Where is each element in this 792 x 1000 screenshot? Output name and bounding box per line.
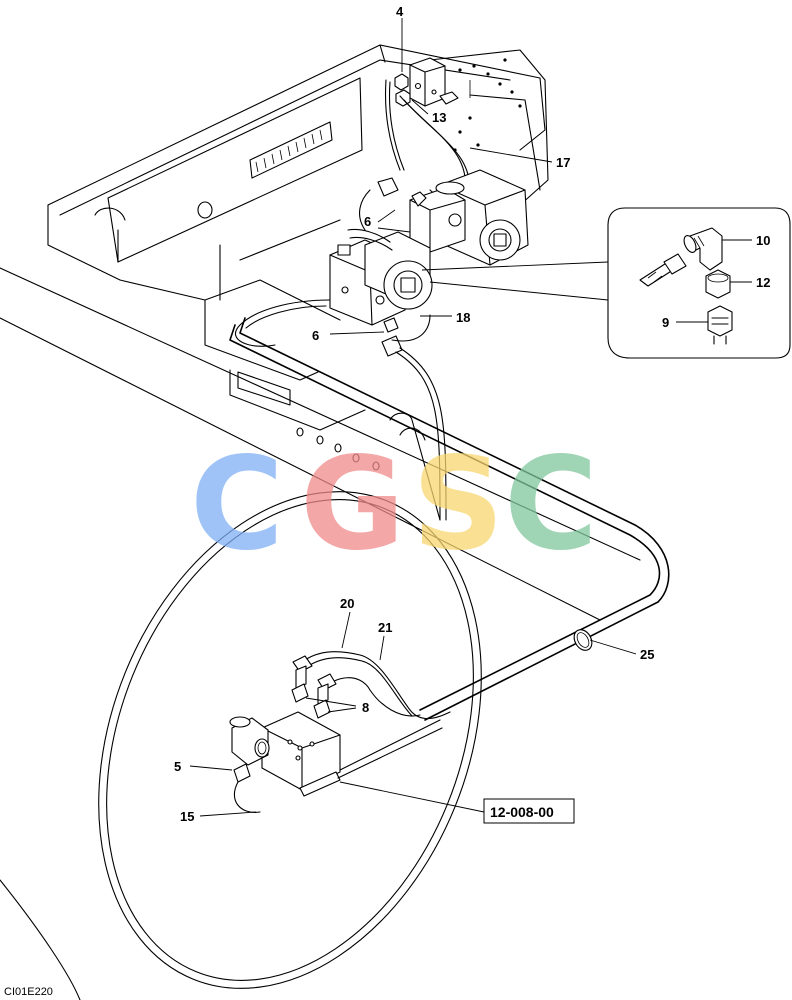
- hose-15-ring: [98, 491, 482, 989]
- reference-box: 12-008-00: [483, 798, 575, 824]
- callout-labels: 4 13 17 6 18 6 10 12 9 20 21 25 8 5 15: [174, 4, 770, 824]
- callout-9: 9: [662, 315, 669, 330]
- drawing-code: CI01E220: [4, 986, 53, 998]
- callout-12: 12: [756, 275, 770, 290]
- hoses-20-21: [304, 651, 451, 720]
- lower-valve-block: [329, 228, 433, 357]
- watermark-letter-4: C: [504, 430, 598, 579]
- watermark: C G S C: [190, 430, 598, 579]
- watermark-letter-1: C: [190, 430, 284, 579]
- upper-valve-block: [384, 57, 459, 171]
- callout-6-lower: 6: [312, 328, 319, 343]
- reference-code: 12-008-00: [490, 804, 554, 820]
- callout-10: 10: [756, 233, 770, 248]
- callout-18: 18: [456, 310, 470, 325]
- callout-4: 4: [396, 4, 404, 19]
- callout-17: 17: [556, 155, 570, 170]
- callout-20: 20: [340, 596, 354, 611]
- callout-5: 5: [174, 759, 181, 774]
- elbow-fittings-8: [291, 655, 337, 719]
- callout-6-upper: 6: [364, 214, 371, 229]
- pipe-run: [229, 299, 670, 721]
- detail-inset: [421, 207, 791, 359]
- lower-control-valve: [229, 711, 443, 813]
- callout-13: 13: [432, 110, 446, 125]
- leader-lines: [189, 18, 752, 817]
- watermark-letter-3: S: [412, 430, 504, 579]
- callout-8: 8: [362, 700, 369, 715]
- callout-25: 25: [640, 647, 654, 662]
- machine-frame: [0, 44, 641, 1000]
- watermark-letter-2: G: [300, 430, 405, 579]
- pump-assembly: [359, 169, 529, 266]
- callout-21: 21: [378, 620, 392, 635]
- callout-15: 15: [180, 809, 194, 824]
- clamp-ring-25: [573, 629, 593, 651]
